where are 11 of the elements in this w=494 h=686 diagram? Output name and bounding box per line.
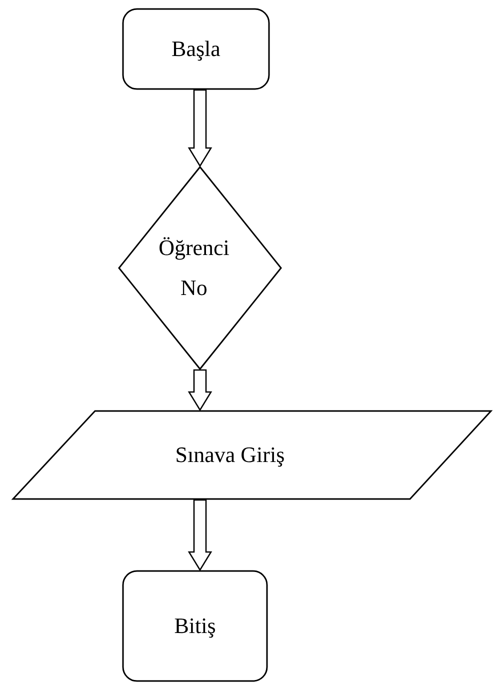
node-label: Bitiş bbox=[173, 612, 217, 640]
hollow-arrow bbox=[188, 89, 212, 168]
node-label: Sınava Giriş bbox=[174, 441, 286, 469]
terminal-box bbox=[122, 570, 268, 682]
node-label: Başla bbox=[170, 35, 222, 63]
hollow-arrow bbox=[188, 499, 212, 572]
input-parallelogram bbox=[12, 410, 492, 500]
hollow-arrow bbox=[188, 369, 212, 412]
node-label: Öğrenci No bbox=[158, 234, 230, 302]
decision-diamond bbox=[118, 166, 282, 370]
terminal-box bbox=[122, 8, 270, 90]
